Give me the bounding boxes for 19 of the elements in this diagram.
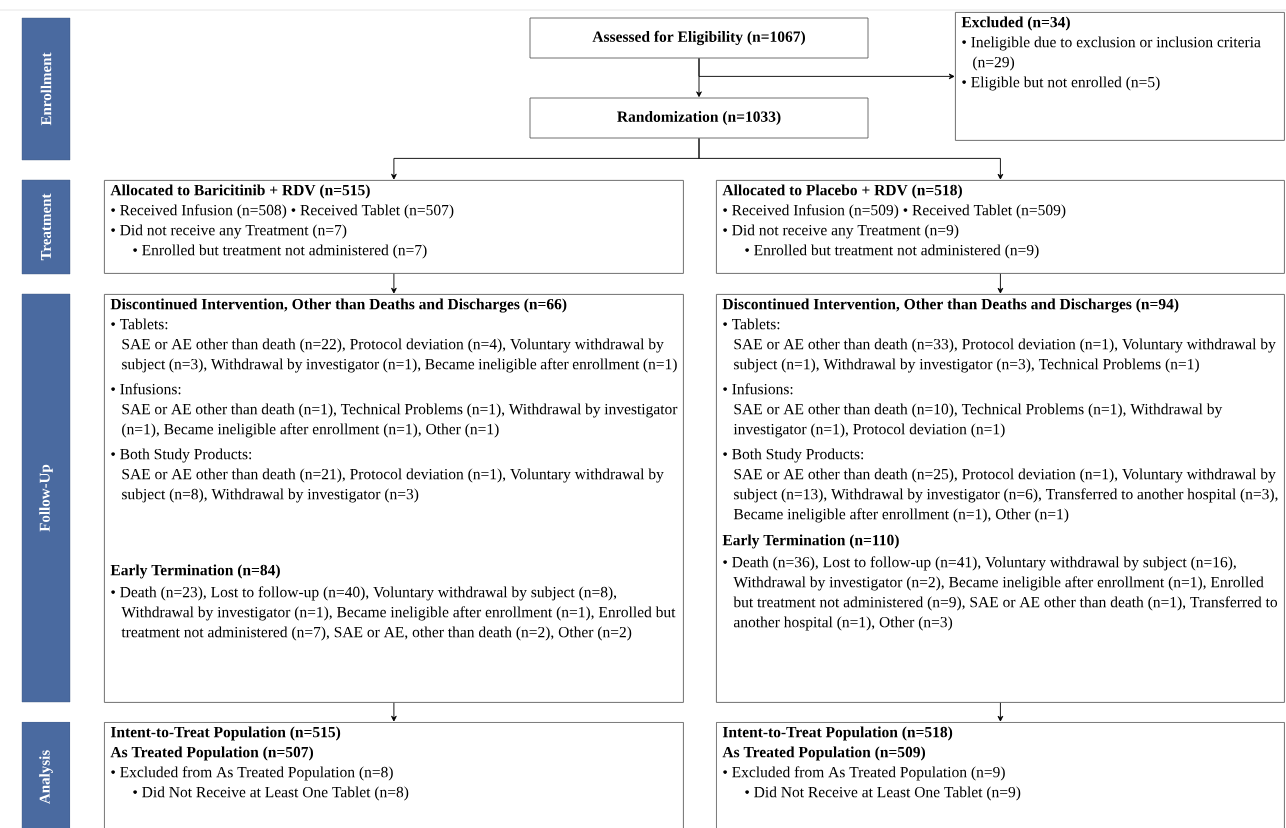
arrow [698, 137, 1004, 180]
arrow [997, 273, 1004, 294]
arrow [391, 273, 397, 294]
flow-box: Allocated to Baricitinib + RDV (n=515) • Received Infusion (n=508) • Received Tablet (n=507) • Did not receive any Treatment (n=7) • Enrolled but treatment not administered (n=7) [104, 180, 684, 274]
flow-box: Intent-to-Treat Population (n=515) As Treated Population (n=507) • Excluded from As Treated Population (n=8) • Did Not Receive at Least One Tablet (n=8) [104, 722, 684, 828]
arrow [997, 702, 1004, 722]
flow-box: Assessed for Eligibility (n=1067) [529, 17, 869, 59]
flow-box: Excluded (n=34) • Ineligible due to exclusion or inclusion criteria (n=29) • Eligible but not enrolled (n=5) [955, 12, 1285, 141]
stage-band: Analysis [21, 721, 71, 828]
flow-box: Intent-to-Treat Population (n=518) As Treated Population (n=509) • Excluded from As Treated Population (n=9) • Did Not Receive at Least One Tablet (n=9) [716, 722, 1285, 828]
arrow [698, 57, 955, 80]
stage-band: Follow-Up [21, 293, 71, 703]
flow-box: Discontinued Intervention, Other than Deaths and Discharges (n=66) • Tablets: SAE or AE other than death (n=22), Protocol deviation (n=4), Voluntary withdrawal by subject (n=3), Withdrawal by investigator (n=1), Became ineligible after enrollment (n=1) • Infusions: SAE or AE other than death (n=1), Technical Problems (n=1), Withdrawal by investigator (n=1), Became ineligible after enrollment (n=1), Other (n=1) • Both Study Products: SAE or AE other than death (n=21), Protocol deviation (n=1), Voluntary withdrawal by subject (n=8), Withdrawal by investigator (n=3) Early Termination (n=84) • Death (n=23), Lost to follow-up (n=40), Voluntary withdrawal by subject (n=8), Withdrawal by investigator (n=1), Became ineligible after enrollment (n=1), Enrolled but treatment not administered (n=7), SAE or AE, other than death (n=2), Other (n=2) [104, 294, 684, 703]
arrow [391, 702, 397, 722]
flow-box: Randomization (n=1033) [529, 97, 869, 139]
stage-band: Enrollment [21, 17, 71, 161]
flow-box: Discontinued Intervention, Other than Deaths and Discharges (n=94) • Tablets: SAE or AE other than death (n=33), Protocol deviation (n=1), Voluntary withdrawal by subject (n=1), Withdrawal by investigator (n=3), Technical Problems (n=1) • Infusions: SAE or AE other than death (n=10), Technical Problems (n=1), Withdrawal by investigator (n=1), Protocol deviation (n=1) • Both Study Products: SAE or AE other than death (n=25), Protocol deviation (n=1), Voluntary withdrawal by subject (n=13), Withdrawal by investigator (n=6), Transferred to another hospital (n=3), Became ineligible after enrollment (n=1), Other (n=1) Early Termination (n=110) • Death (n=36), Lost to follow-up (n=41), Voluntary withdrawal by subject (n=16), Withdrawal by investigator (n=2), Became ineligible after enrollment (n=1), Enrolled but treatment not administered (n=9), SAE or AE other than death (n=1), Transferred to another hospital (n=1), Other (n=3) [716, 294, 1285, 703]
flow-box: Allocated to Placebo + RDV (n=518) • Received Infusion (n=509) • Received Tablet (n=509) • Did not receive any Treatment (n=9) • Enrolled but treatment not administered (n=9) [716, 180, 1285, 274]
stage-band: Treatment [21, 179, 71, 275]
